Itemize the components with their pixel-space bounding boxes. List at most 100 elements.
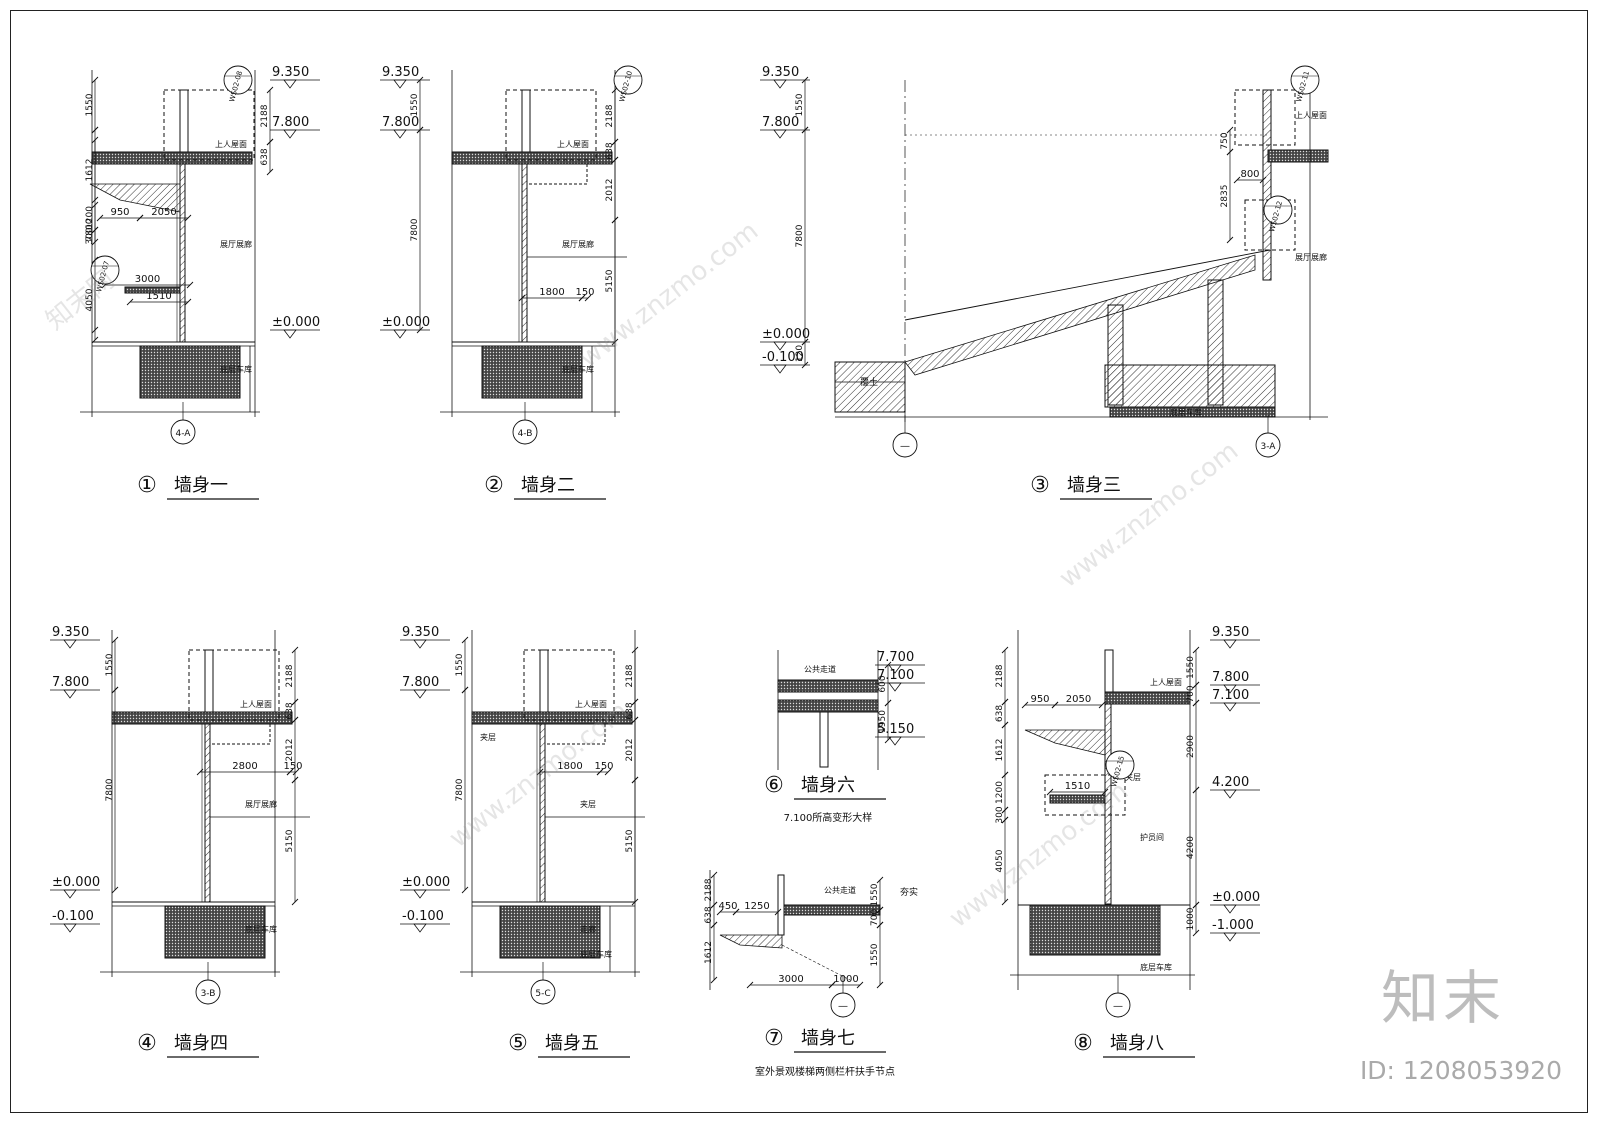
elevation-triangle: [63, 689, 77, 699]
detail-title: 墙身五: [545, 1033, 599, 1054]
dimension-tick: [1051, 701, 1059, 709]
elevation-label: -0.100: [402, 909, 444, 924]
dimension-label: 1200: [995, 781, 1005, 804]
detail-number: ⑤: [508, 1031, 528, 1056]
elevation-triangle: [1223, 702, 1237, 712]
dimension-label: 3000: [135, 274, 160, 285]
dimension-tick: [611, 338, 619, 346]
detail-number: ⑧: [1073, 1031, 1093, 1056]
dimension-label: 1612: [85, 159, 95, 182]
elevation-triangle: [63, 889, 77, 899]
exterior-wall: [1262, 89, 1272, 281]
axis-bubble: [512, 419, 538, 445]
dimension-tick: [611, 216, 619, 224]
dimension-label: 1550: [795, 93, 805, 116]
dimension-tick: [604, 768, 612, 776]
detail-title: 墙身二: [521, 475, 575, 496]
dimension-tick: [536, 768, 544, 776]
room-label: 底层车库: [562, 364, 594, 374]
detail-number: ③: [1030, 473, 1050, 498]
elevation-label: 7.800: [1212, 670, 1249, 685]
dimension-tick: [1001, 721, 1009, 729]
room-label: 上人屋面: [215, 140, 247, 149]
room-label: 公共走道: [804, 664, 836, 674]
dimension-label: 1000: [1186, 907, 1196, 930]
dimension-tick: [1233, 176, 1241, 184]
dimension-label: 750: [1220, 132, 1230, 149]
room-label: 底层车库: [245, 924, 277, 934]
roof-slab: [1104, 691, 1191, 705]
dimension-label: 2188: [605, 104, 615, 127]
dimension-tick: [1192, 786, 1200, 794]
dimension-label: 1612: [704, 941, 714, 964]
room-label: 护员间: [1140, 832, 1164, 842]
exterior-wall: [179, 163, 186, 343]
room-label: 展厅展廊: [1295, 252, 1327, 262]
axis-bubble: [170, 419, 196, 445]
dimension-tick: [461, 886, 469, 894]
dimension-label: 800: [1240, 169, 1259, 180]
dimension-label: 1550: [85, 93, 95, 116]
dimension-tick: [631, 698, 639, 706]
foundation: [481, 345, 583, 399]
dimension-label: 1510: [1065, 781, 1090, 792]
axis-label: —: [1113, 1001, 1123, 1012]
wall-section-墙身二: 9.3507.800±0.00015507800上人屋面展厅展廊底层车库2188…: [380, 65, 643, 445]
dimension-label: 700: [1186, 685, 1196, 702]
parapet: [179, 89, 189, 153]
dimension-tick: [801, 126, 809, 134]
dimension-label: 150: [594, 761, 613, 772]
dimension-tick: [1101, 788, 1109, 796]
room-label: 展厅展廊: [562, 239, 594, 249]
detail-title: 墙身四: [174, 1033, 228, 1054]
elevation-label: 9.350: [382, 65, 419, 80]
dimension-tick: [111, 636, 119, 644]
dimension-tick: [186, 281, 194, 289]
slab: [779, 904, 881, 916]
dimension-tick: [611, 138, 619, 146]
dimension-tick: [746, 981, 754, 989]
dimension-tick: [1001, 646, 1009, 654]
elevation-label: ±0.000: [402, 875, 450, 890]
dimension-tick: [136, 214, 144, 222]
elevation-triangle: [413, 689, 427, 699]
detail-callout-box: [523, 649, 615, 721]
dimension-label: 1200: [85, 206, 95, 229]
dimension-label: 2800: [232, 761, 257, 772]
dimension-label: 5150: [605, 269, 615, 292]
elevation-triangle: [413, 923, 427, 933]
elevation-triangle: [63, 639, 77, 649]
wall-section-墙身五: 9.3507.800±0.000-0.10015507800上人屋面夹层走廊底层…: [400, 625, 645, 1005]
canopy: [1024, 729, 1106, 756]
axis-label: 4-B: [518, 429, 533, 439]
dimension-label: 638: [704, 906, 714, 923]
dimension-label: 2188: [625, 664, 635, 687]
elevation-triangle: [413, 889, 427, 899]
dimension-tick: [1001, 771, 1009, 779]
room-label: 夹层: [580, 799, 596, 809]
dimension-tick: [91, 226, 99, 234]
dimension-label: 1550: [105, 653, 115, 676]
dimension-label: 4050: [995, 849, 1005, 872]
dimension-tick: [876, 921, 884, 929]
detail-callout-box: [188, 649, 280, 721]
dimension-tick: [1226, 126, 1234, 134]
dimension-tick: [91, 336, 99, 344]
wall-section-墙身三: 9.3507.800±0.000-0.10015507800120覆土底层车库7…: [760, 65, 1329, 500]
watermark-logo: 知末: [1380, 964, 1505, 1032]
dimension-label: 1800: [557, 761, 582, 772]
dimension-label: 2050: [1066, 694, 1091, 705]
dimension-tick: [416, 326, 424, 334]
detail-title: 墙身三: [1067, 475, 1121, 496]
dimension-tick: [774, 908, 782, 916]
detail-callout-box: [163, 89, 255, 161]
elevation-label: ±0.000: [272, 315, 320, 330]
room-label: 上人屋面: [575, 700, 607, 709]
elevation-triangle: [888, 682, 902, 692]
parapet: [539, 649, 549, 713]
room-label: 覆土: [860, 376, 878, 388]
elevation-triangle: [773, 79, 787, 89]
